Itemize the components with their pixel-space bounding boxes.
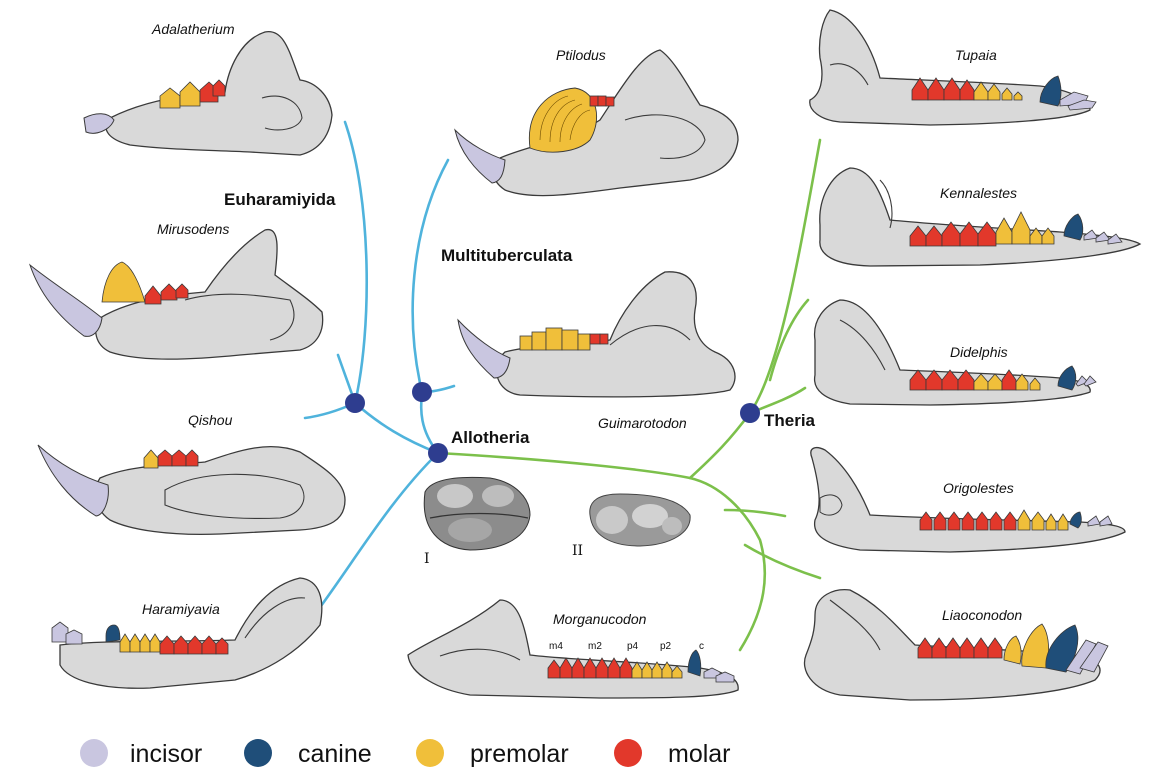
jaw-kennalestes <box>819 167 1142 267</box>
taxon-label-adalatherium: Adalatherium <box>151 21 235 37</box>
branch-ptilodus <box>411 158 450 394</box>
legend-label-premolar: premolar <box>470 740 569 768</box>
tooth-position-labels: m4 m2 p4 p2 c <box>549 641 704 652</box>
tooth-position-p2: p2 <box>660 641 672 652</box>
tooth-position-c: c <box>699 641 704 652</box>
node-theria <box>740 403 760 423</box>
legend-swatch-molar <box>614 739 642 767</box>
legend-swatch-incisor <box>80 739 108 767</box>
tooth-position-m2: m2 <box>588 641 602 652</box>
tooth-position-p4: p4 <box>627 641 639 652</box>
taxon-label-haramiyavia: Haramiyavia <box>142 601 220 617</box>
taxon-label-liaoconodon: Liaoconodon <box>942 607 1022 623</box>
branch-kennalestes <box>768 298 810 382</box>
branch-haramiyavia <box>316 451 440 612</box>
taxon-label-mirusodens: Mirusodens <box>157 221 229 237</box>
branch-mammaliaformes <box>436 451 767 652</box>
legend: incisor canine premolar molar <box>80 739 731 768</box>
legend-label-molar: molar <box>668 740 731 768</box>
branch-theria-stem <box>688 411 752 480</box>
node-euharamiyida <box>345 393 365 413</box>
jaw-qishou <box>37 444 346 536</box>
jaw-tupaia <box>809 9 1097 126</box>
tooth-position-m4: m4 <box>549 641 563 652</box>
tooth-figure-label-1: I <box>424 551 430 567</box>
jaw-morganucodon <box>407 599 739 699</box>
legend-swatch-premolar <box>416 739 444 767</box>
taxon-label-tupaia: Tupaia <box>955 47 997 63</box>
legend-swatch-canine <box>244 739 272 767</box>
node-allotheria <box>428 443 448 463</box>
taxon-label-ptilodus: Ptilodus <box>556 47 606 63</box>
branch-tupaia <box>748 138 822 415</box>
taxon-label-guimarotodon: Guimarotodon <box>598 415 687 431</box>
branch-liaoconodon <box>743 543 822 580</box>
jaw-mirusodens <box>28 229 324 360</box>
branch-origolestes <box>723 508 787 518</box>
taxon-label-didelphis: Didelphis <box>950 344 1008 360</box>
clade-label-theria: Theria <box>764 411 816 430</box>
jaw-didelphis <box>813 299 1097 406</box>
jaw-origolestes <box>810 447 1126 553</box>
tree-nodes <box>345 382 760 463</box>
jaw-guimarotodon <box>457 271 736 398</box>
branch-adalatherium <box>343 120 368 405</box>
clade-label-allotheria: Allotheria <box>451 428 530 447</box>
tooth-figure-2 <box>589 493 691 547</box>
legend-label-incisor: incisor <box>130 740 202 768</box>
jaw-liaoconodon <box>803 589 1109 701</box>
node-multituberculata <box>412 382 432 402</box>
jaw-adalatherium <box>83 31 333 156</box>
taxon-label-kennalestes: Kennalestes <box>940 185 1017 201</box>
tooth-figure-label-2: II <box>572 543 583 559</box>
taxon-label-origolestes: Origolestes <box>943 480 1014 496</box>
taxon-label-morganucodon: Morganucodon <box>553 611 647 627</box>
taxon-label-qishou: Qishou <box>188 412 233 428</box>
clade-label-euharamiyida: Euharamiyida <box>224 190 336 209</box>
clade-label-multituberculata: Multituberculata <box>441 246 573 265</box>
legend-label-canine: canine <box>298 740 372 768</box>
jaw-haramiyavia <box>51 577 323 689</box>
jaw-ptilodus <box>454 49 739 197</box>
tooth-figure-1 <box>423 476 531 551</box>
